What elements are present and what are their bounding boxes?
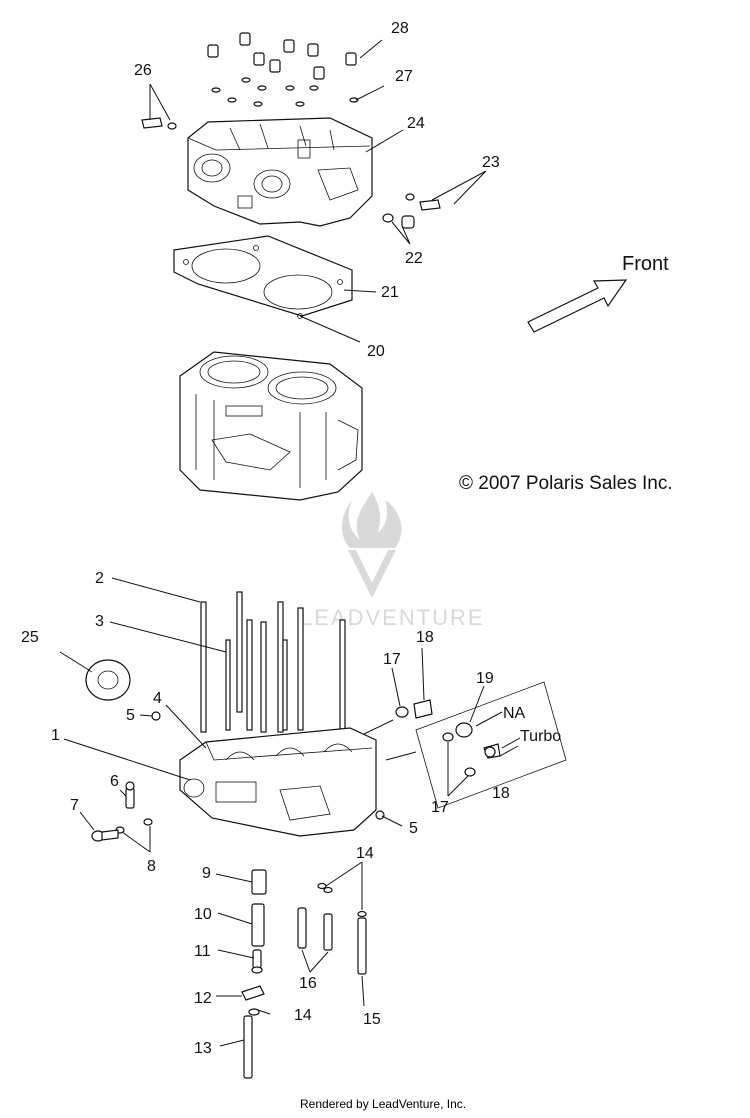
callout-11: 11 bbox=[194, 943, 211, 960]
callout-1: 1 bbox=[51, 727, 60, 744]
valve-caps-group bbox=[207, 32, 359, 107]
callout-26: 26 bbox=[134, 62, 152, 79]
callout-27: 27 bbox=[395, 68, 413, 85]
callout-16: 16 bbox=[299, 975, 317, 992]
long-case-bolt-15 bbox=[357, 917, 367, 975]
callout-2: 2 bbox=[95, 570, 104, 587]
crankcase bbox=[179, 727, 377, 837]
callout-20: 20 bbox=[367, 343, 385, 360]
callout-23: 23 bbox=[482, 154, 500, 171]
callout-7: 7 bbox=[70, 797, 79, 814]
plug-left bbox=[151, 711, 161, 721]
copyright-text: © 2007 Polaris Sales Inc. bbox=[459, 473, 673, 494]
callout-17-bottom: 17 bbox=[431, 799, 449, 816]
callout-5-left: 5 bbox=[126, 707, 135, 724]
callout-18-bottom: 18 bbox=[492, 785, 510, 802]
callout-8: 8 bbox=[147, 858, 156, 875]
washers-14 bbox=[317, 882, 367, 918]
callout-4: 4 bbox=[153, 690, 162, 707]
callout-15: 15 bbox=[363, 1011, 381, 1028]
case-bolts-16 bbox=[297, 907, 333, 951]
callout-21: 21 bbox=[381, 284, 399, 301]
head-gasket bbox=[173, 235, 353, 319]
callout-17-top: 17 bbox=[383, 651, 401, 668]
callout-19: 19 bbox=[476, 670, 494, 687]
head-fitting-left bbox=[141, 117, 177, 130]
callout-labels: 28 27 26 24 23 22 21 20 2 3 25 4 5 1 6 7… bbox=[21, 20, 561, 1057]
plug-right bbox=[375, 810, 385, 820]
cylinder-block bbox=[179, 351, 363, 501]
callout-18-top: 18 bbox=[416, 629, 434, 646]
callout-22: 22 bbox=[405, 250, 423, 267]
label-na: NA bbox=[503, 705, 526, 722]
long-stud bbox=[243, 1015, 253, 1079]
callout-3: 3 bbox=[95, 613, 104, 630]
callout-9: 9 bbox=[202, 865, 211, 882]
callout-5-right: 5 bbox=[409, 820, 418, 837]
front-direction-arrow: Front bbox=[527, 253, 669, 333]
cylinder-head bbox=[187, 117, 373, 227]
dowel-pin bbox=[251, 903, 265, 947]
variant-box bbox=[415, 681, 567, 809]
banjo-bolt bbox=[91, 829, 119, 842]
front-label: Front bbox=[622, 253, 669, 275]
crankshaft-seal bbox=[85, 659, 131, 701]
callout-14-top: 14 bbox=[356, 845, 374, 862]
callout-13: 13 bbox=[194, 1040, 212, 1057]
callout-6: 6 bbox=[110, 773, 119, 790]
short-bolt bbox=[251, 949, 263, 974]
bracket-washer bbox=[241, 985, 265, 1016]
footer-credit: Rendered by LeadVenture, Inc. bbox=[300, 1097, 466, 1111]
banjo-fitting bbox=[115, 781, 153, 834]
callout-28: 28 bbox=[391, 20, 409, 37]
head-fittings-right bbox=[405, 193, 441, 211]
callout-14-bottom: 14 bbox=[294, 1007, 312, 1024]
leadventure-watermark: LEADVENTURE bbox=[300, 492, 485, 630]
callout-24: 24 bbox=[407, 115, 425, 132]
callout-12: 12 bbox=[194, 990, 212, 1007]
oil-fitting-upper bbox=[395, 699, 433, 719]
head-plug-washer bbox=[382, 213, 415, 229]
callout-10: 10 bbox=[194, 906, 212, 923]
crankcase-studs bbox=[200, 591, 346, 733]
callout-25: 25 bbox=[21, 629, 39, 646]
label-turbo: Turbo bbox=[520, 728, 561, 745]
leader-lines bbox=[59, 39, 521, 1047]
watermark-text: LEADVENTURE bbox=[300, 605, 485, 630]
dowel-sleeve bbox=[251, 869, 267, 895]
